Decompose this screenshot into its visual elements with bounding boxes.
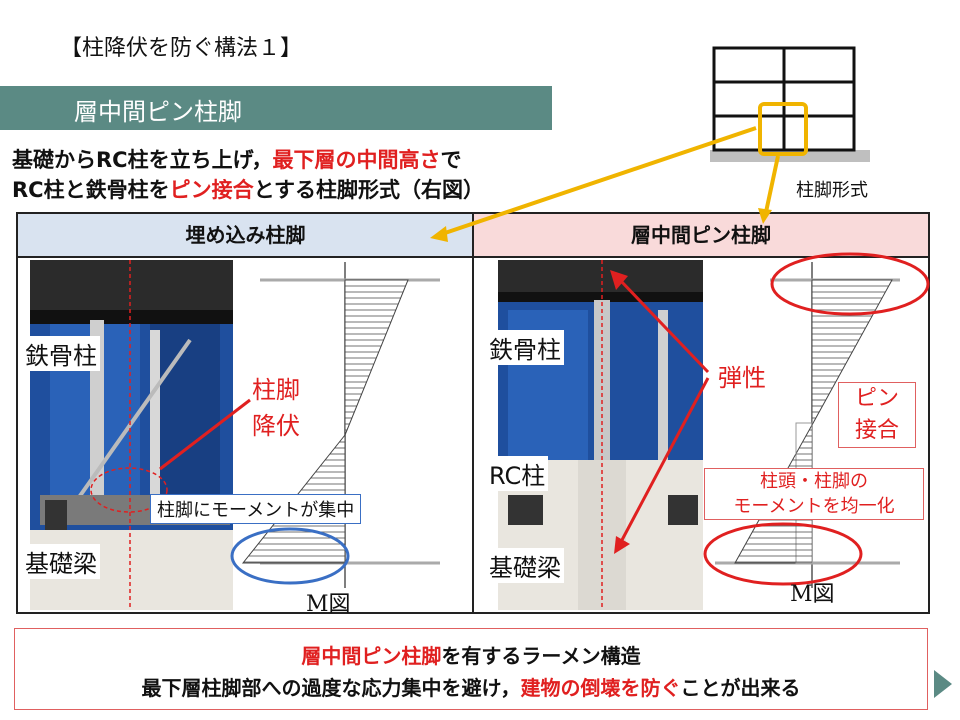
frame-highlight-box <box>758 102 808 156</box>
equalize-moment-box: 柱頭・柱脚の モーメントを均一化 <box>704 468 924 520</box>
conclusion-1b: を有するラーメン構造 <box>441 644 641 668</box>
subtitle-text: 層中間ピン柱脚 <box>74 98 242 126</box>
intro-1b: 最下層の中間高さ <box>272 148 441 172</box>
next-slide-arrow-icon[interactable] <box>934 670 952 698</box>
conclusion-2a: 最下層柱脚部への過度な応力集中を避け， <box>141 676 521 700</box>
moment-concentration-callout: 柱脚にモーメントが集中 <box>150 494 362 524</box>
subtitle-band: 層中間ピン柱脚 <box>0 86 552 130</box>
right-foundation-beam-label: 基礎梁 <box>486 548 564 583</box>
frame-grid <box>712 46 856 152</box>
intro-2c: とする柱脚形式（右図） <box>253 178 484 202</box>
equalize-line-2: モーメントを均一化 <box>733 496 895 517</box>
elastic-label: 弾性 <box>718 364 766 392</box>
frame-base <box>710 150 870 162</box>
intro-2a: RC柱と鉄骨柱を <box>12 178 170 202</box>
conclusion-1a: 層中間ピン柱脚 <box>301 644 442 668</box>
intro-line-1: 基礎からRC柱を立ち上げ，最下層の中間高さで <box>12 144 461 174</box>
pin-joint-box: ピン 接合 <box>838 382 916 448</box>
intro-line-2: RC柱と鉄骨柱をピン接合とする柱脚形式（右図） <box>12 174 484 204</box>
frame-label: 柱脚形式 <box>796 180 868 201</box>
conclusion-box <box>14 628 928 710</box>
left-panel-header: 埋め込み柱脚 <box>18 214 473 258</box>
conclusion-line-1: 層中間ピン柱脚を有するラーメン構造 <box>14 640 928 669</box>
pin-joint-line-2: 接合 <box>854 418 899 443</box>
right-moment-label: M図 <box>790 582 835 607</box>
conclusion-line-2: 最下層柱脚部への過度な応力集中を避け，建物の倒壊を防ぐことが出来る <box>14 672 928 701</box>
intro-1a: 基礎からRC柱を立ち上げ， <box>12 148 273 172</box>
right-panel-header: 層中間ピン柱脚 <box>474 214 928 258</box>
left-foundation-beam-label: 基礎梁 <box>22 544 100 579</box>
panel-divider <box>472 214 474 612</box>
yellow-arrow-down <box>764 155 780 213</box>
left-steel-column-label: 鉄骨柱 <box>22 336 100 371</box>
conclusion-2c: ことが出来る <box>680 676 801 700</box>
equalize-line-1: 柱頭・柱脚の <box>760 471 868 492</box>
intro-2b: ピン接合 <box>169 178 254 202</box>
pin-joint-line-1: ピン <box>854 386 899 411</box>
intro-1c: で <box>440 148 462 172</box>
slide-title: 【柱降伏を防ぐ構法１】 <box>60 36 303 61</box>
yield-label-2: 降伏 <box>252 412 300 440</box>
conclusion-2b: 建物の倒壊を防ぐ <box>520 676 681 700</box>
left-moment-label: M図 <box>306 592 351 617</box>
yield-label-1: 柱脚 <box>252 376 300 404</box>
rc-column-label: RC柱 <box>486 456 549 491</box>
right-steel-column-label: 鉄骨柱 <box>486 330 564 365</box>
